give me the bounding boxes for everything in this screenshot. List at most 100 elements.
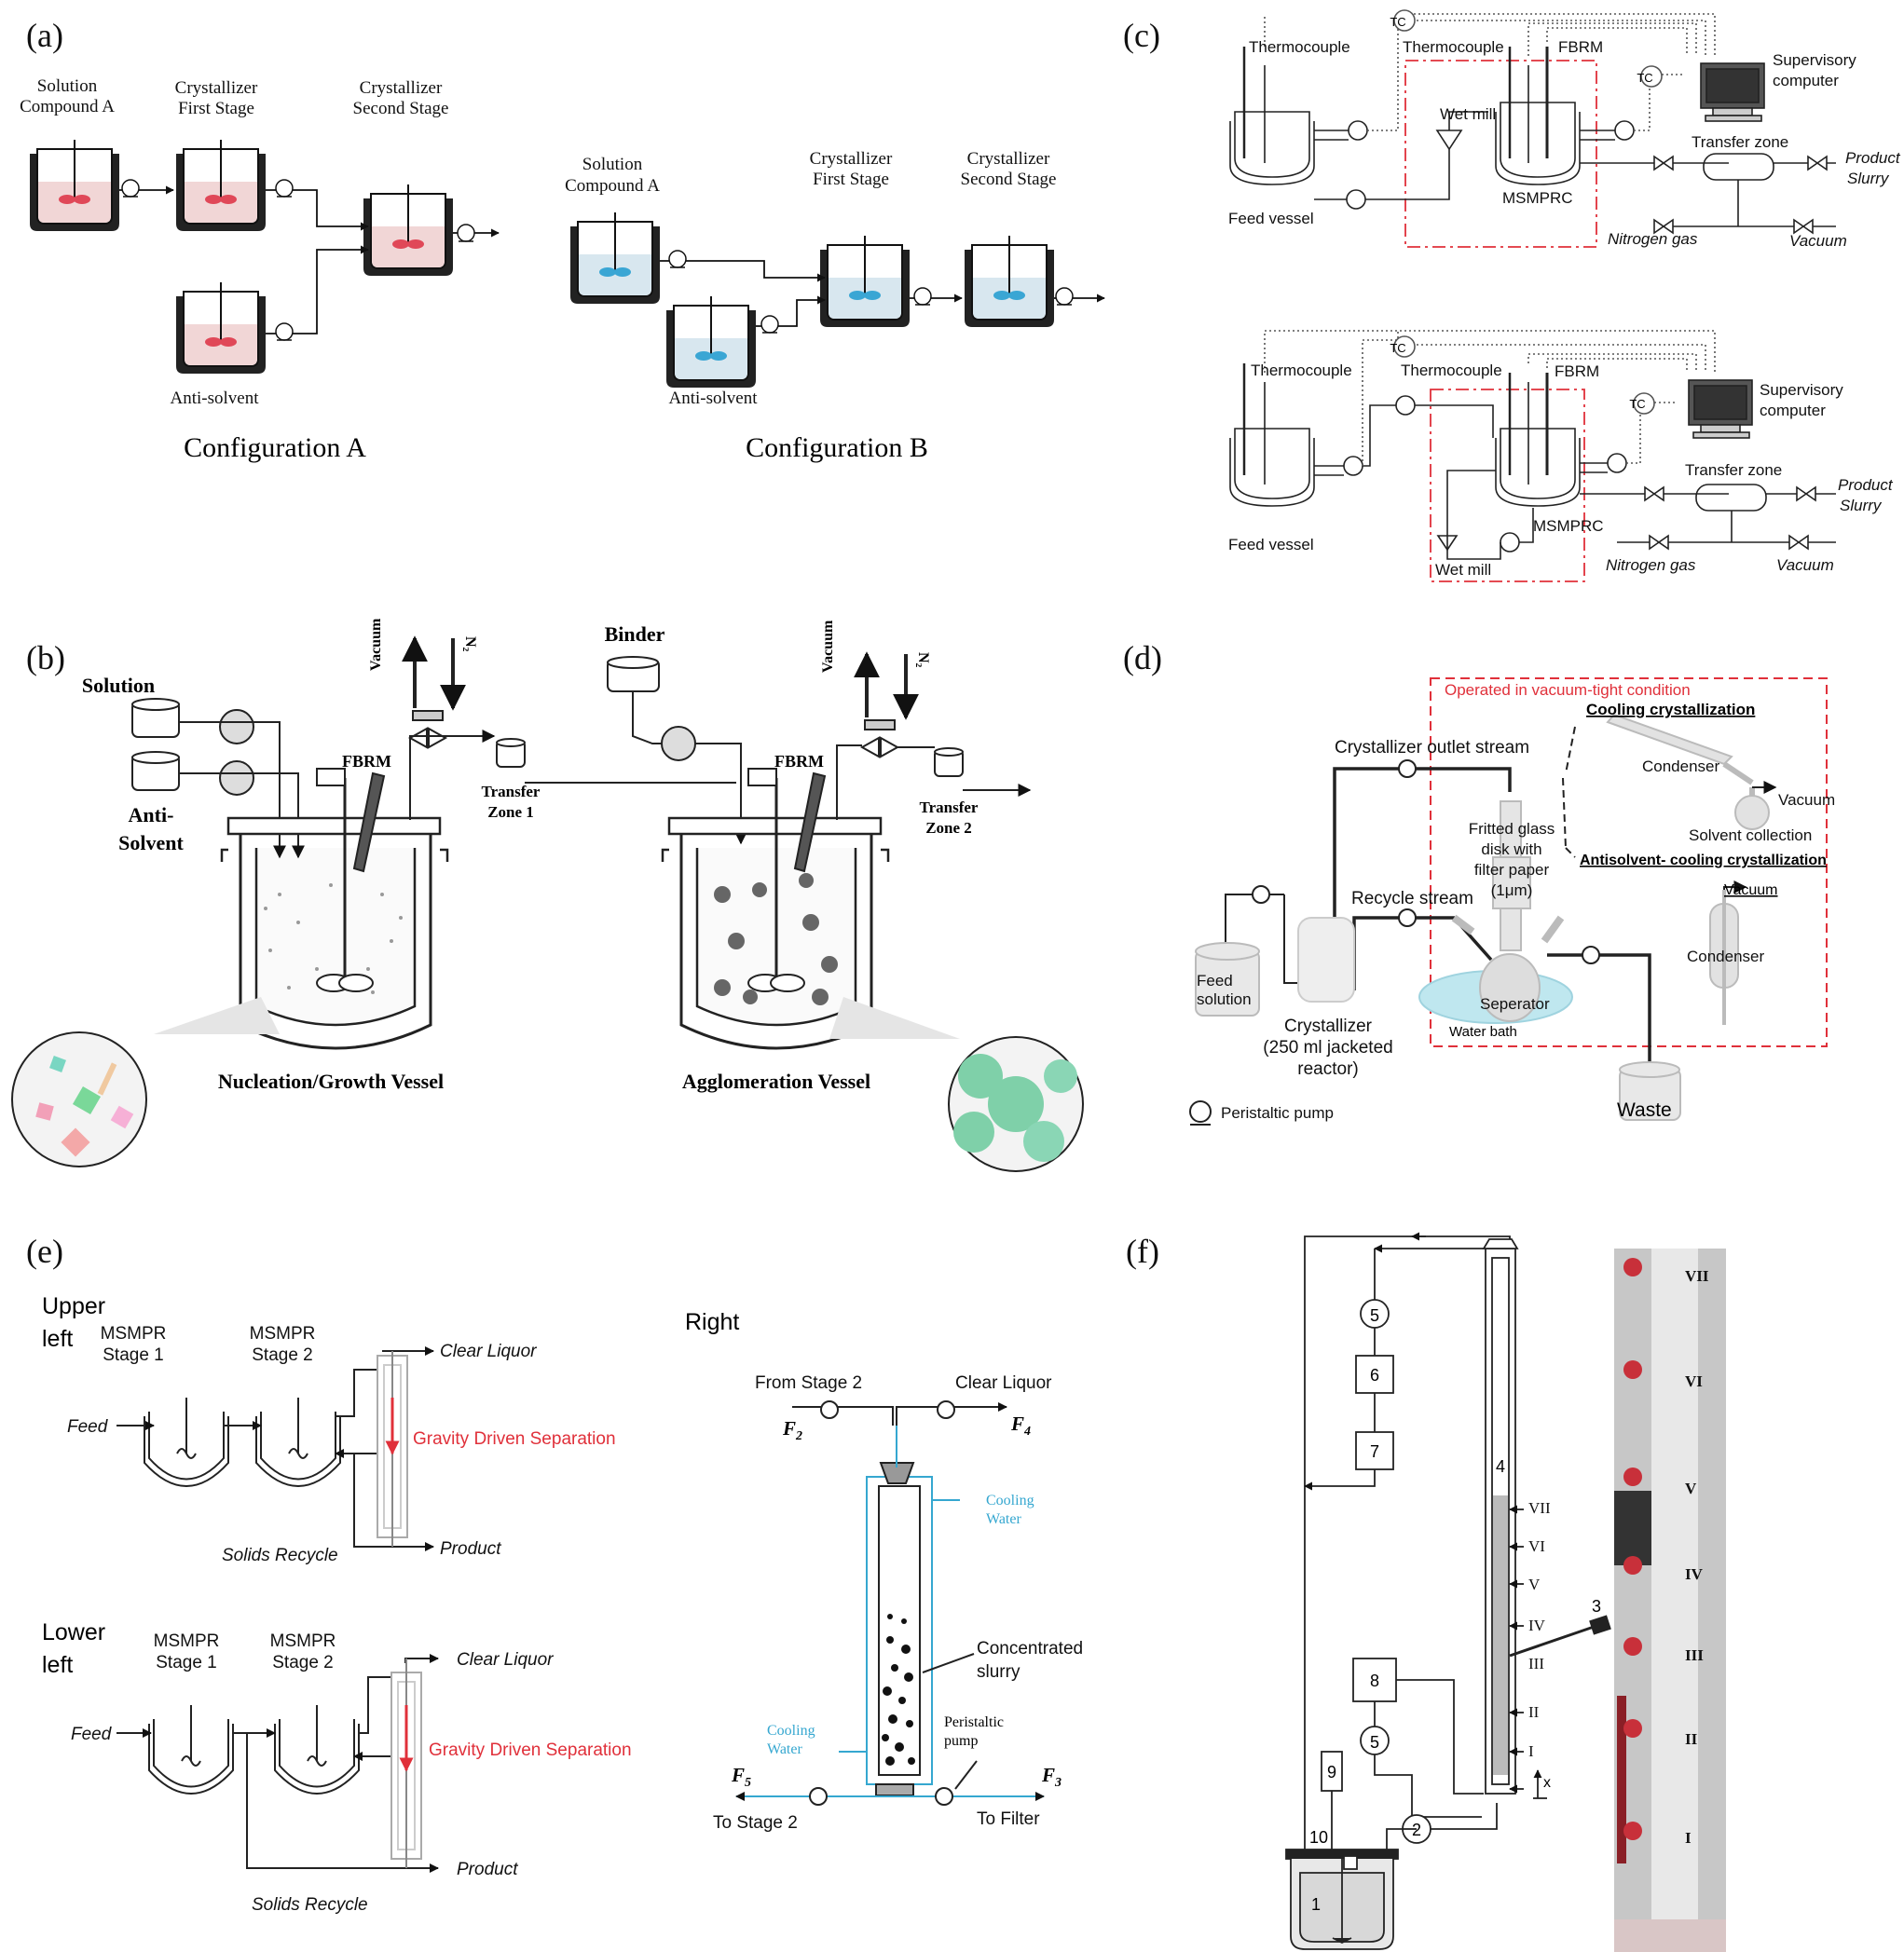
c-top-feed: Feed vessel — [1228, 210, 1314, 227]
f-n7: 7 — [1370, 1442, 1379, 1461]
d-fritted-3: filter paper — [1474, 861, 1550, 879]
f-n2: 2 — [1412, 1821, 1421, 1839]
f-roman-left: VII VI V IV III II I — [1528, 1499, 1551, 1760]
c-top-thermocouple-1: Thermocouple — [1249, 38, 1350, 56]
c-bot-nitrogen: Nitrogen gas — [1606, 556, 1696, 574]
f-n10: 10 — [1309, 1828, 1328, 1847]
config-b-first-label-1: Crystallizer — [810, 149, 893, 169]
e-lo-stage2-1: MSMPR — [270, 1631, 336, 1651]
e-lower-2: left — [42, 1652, 73, 1678]
b-binder: Binder — [605, 622, 665, 646]
panel-b: (b) — [11, 618, 1084, 1172]
f-roman-l-2: V — [1528, 1576, 1541, 1593]
config-b-piping — [660, 250, 1105, 334]
f-n5b: 5 — [1370, 1733, 1379, 1752]
e-lo-stage2-2: Stage 2 — [272, 1653, 334, 1672]
e-f4: F4 — [1010, 1413, 1031, 1439]
panel-e-upper-drawing — [116, 1346, 434, 1551]
e-peristaltic-1: Peristaltic — [944, 1714, 1004, 1730]
panel-c-bottom-labels: Thermocouple Thermocouple TC TC FBRM Sup… — [1228, 341, 1894, 579]
c-top-fbrm: FBRM — [1558, 38, 1603, 56]
c-bot-msmprc: MSMPRC — [1533, 517, 1604, 535]
panel-d-drawing — [1189, 677, 1828, 1126]
d-feed-2: solution — [1197, 990, 1252, 1008]
e-up-clear: Clear Liquor — [440, 1342, 537, 1361]
e-up-stage1-2: Stage 1 — [103, 1345, 164, 1365]
e-f2: F2 — [782, 1417, 802, 1443]
e-up-gravity: Gravity Driven Separation — [413, 1429, 616, 1449]
f-roman-p-4: III — [1685, 1646, 1704, 1664]
config-a-solution-label-2: Compound A — [20, 97, 115, 116]
e-upper-2: left — [42, 1326, 73, 1352]
panel-c-bottom — [1229, 330, 1836, 582]
c-top-product-1: Product — [1845, 149, 1901, 167]
f-roman-l-1: VI — [1528, 1537, 1545, 1555]
config-a-second-stage-vessel — [363, 184, 453, 276]
e-cooling-bot-1: Cooling — [767, 1723, 815, 1739]
e-to2: To Stage 2 — [713, 1813, 798, 1833]
e-from2: From Stage 2 — [755, 1373, 862, 1393]
c-bot-tc-1: TC — [1390, 341, 1405, 355]
panel-f-label: (f) — [1126, 1233, 1159, 1270]
e-up-product: Product — [440, 1539, 501, 1559]
d-feed-1: Feed — [1197, 972, 1233, 990]
panel-e-lower-drawing — [116, 1654, 439, 1873]
e-slurry-1: Concentrated — [977, 1639, 1083, 1659]
e-up-stage2-2: Stage 2 — [252, 1345, 313, 1365]
e-up-solids: Solids Recycle — [222, 1546, 338, 1565]
config-b-first-stage-vessel — [820, 236, 910, 327]
d-vacuum-tight: Operated in vacuum-tight condition — [1445, 681, 1691, 699]
config-a-antisolvent-vessel — [176, 282, 266, 374]
d-cooling: Cooling crystallization — [1586, 701, 1755, 718]
c-top-product-2: Slurry — [1847, 170, 1890, 187]
e-tofilter: To Filter — [977, 1809, 1040, 1829]
f-n1: 1 — [1311, 1895, 1321, 1914]
e-up-feed: Feed — [67, 1417, 109, 1437]
f-roman-p-0: VII — [1685, 1267, 1709, 1285]
c-bot-thermocouple-1: Thermocouple — [1251, 362, 1352, 379]
config-b-antisolvent-label: Anti-solvent — [669, 389, 759, 408]
f-n4: 4 — [1496, 1457, 1505, 1476]
c-bot-fbrm: FBRM — [1555, 362, 1599, 380]
panel-a-label: (a) — [26, 17, 63, 54]
panel-e-right-drawing — [735, 1400, 1045, 1806]
c-top-transfer: Transfer zone — [1692, 133, 1788, 151]
c-top-msmprc: MSMPRC — [1502, 189, 1573, 207]
e-lower-1: Lower — [42, 1619, 105, 1645]
e-right: Right — [685, 1309, 739, 1335]
panel-f: (f) — [1126, 1232, 1726, 1952]
f-roman-p-1: VI — [1685, 1372, 1703, 1390]
f-n3: 3 — [1592, 1597, 1601, 1616]
c-top-tc-2: TC — [1637, 71, 1652, 85]
config-a-first-label-2: First Stage — [178, 99, 254, 118]
d-fritted-1: Fritted glass — [1469, 820, 1555, 838]
d-recycle: Recycle stream — [1351, 889, 1473, 908]
config-a-second-label-2: Second Stage — [353, 99, 449, 118]
e-lo-stage1-1: MSMPR — [154, 1631, 220, 1651]
e-upper-1: Upper — [42, 1293, 105, 1319]
b-antisolvent-2: Solvent — [118, 831, 184, 854]
b-vacuum-2: Vacuum — [820, 620, 836, 673]
d-waste: Waste — [1617, 1099, 1672, 1121]
panel-c-top-labels: Thermocouple Thermocouple TC TC FBRM Sup… — [1228, 15, 1901, 250]
e-clear2: Clear Liquor — [955, 1373, 1052, 1393]
c-bot-tc-2: TC — [1629, 397, 1645, 411]
c-top-supervisory-2: computer — [1773, 72, 1839, 89]
f-n5a: 5 — [1370, 1306, 1379, 1325]
c-bot-supervisory-1: Supervisory — [1760, 381, 1843, 399]
c-top-nitrogen: Nitrogen gas — [1608, 230, 1698, 248]
config-b-second-label-1: Crystallizer — [967, 149, 1050, 169]
b-fbrm-2: FBRM — [774, 752, 824, 771]
f-n6: 6 — [1370, 1366, 1379, 1385]
c-bot-thermocouple-2: Thermocouple — [1401, 362, 1502, 379]
e-lo-stage1-2: Stage 1 — [156, 1653, 217, 1672]
f-n8: 8 — [1370, 1672, 1379, 1690]
c-bot-wetmill: Wet mill — [1435, 561, 1491, 579]
e-cooling-top-2: Water — [986, 1511, 1021, 1527]
d-anti-cooling: Antisolvent- cooling crystallization — [1580, 853, 1827, 868]
d-fritted-2: disk with — [1481, 840, 1541, 858]
d-pump-legend: Peristaltic pump — [1221, 1104, 1334, 1122]
d-vacuum-2: Vacuum — [1724, 882, 1778, 898]
e-lo-feed: Feed — [71, 1725, 113, 1744]
